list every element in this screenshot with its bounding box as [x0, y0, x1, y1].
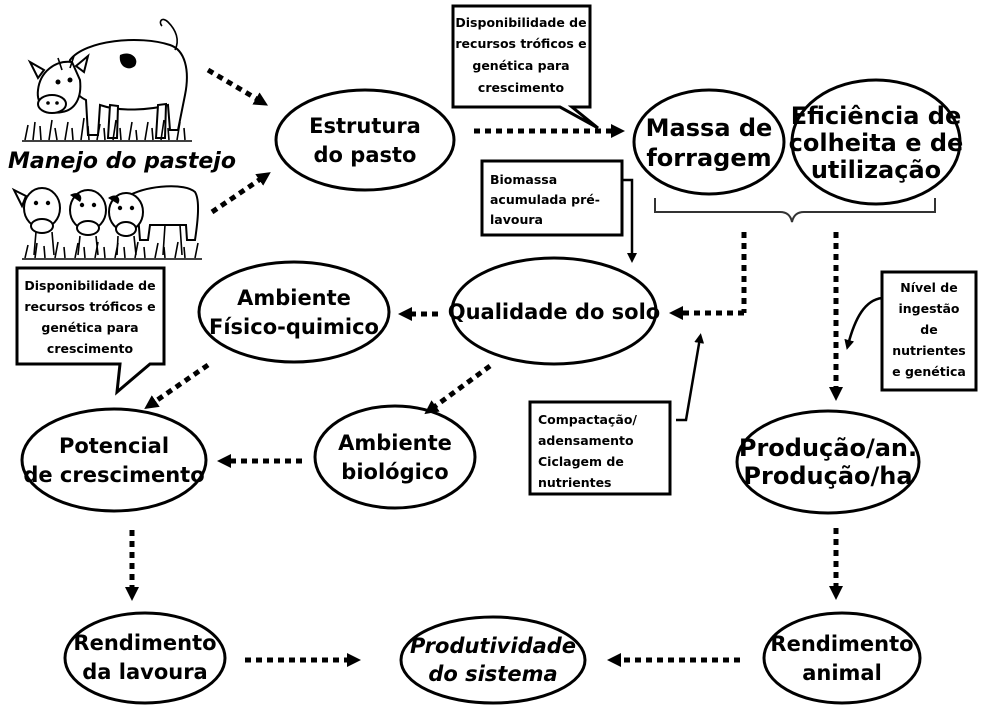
svg-text:Ambiente: Ambiente	[338, 431, 452, 455]
node-producao: Produção/an. Produção/ha	[735, 409, 921, 515]
node-eficiencia: Eficiência de colheita e de utilização	[789, 78, 964, 206]
note-nivel-ingestao: Nível de ingestão de nutrientes e genéti…	[880, 270, 978, 392]
svg-text:de: de	[920, 322, 937, 337]
grouping-brace	[654, 198, 936, 223]
svg-text:Disponibilidade de: Disponibilidade de	[24, 278, 155, 293]
svg-text:Produtividade: Produtividade	[410, 634, 576, 658]
svg-text:e genética: e genética	[892, 364, 966, 379]
svg-text:do pasto: do pasto	[314, 143, 417, 167]
node-potencial-crescimento: Potencial de crescimento	[20, 407, 208, 513]
svg-text:animal: animal	[802, 661, 882, 685]
svg-text:Biomassa: Biomassa	[490, 172, 557, 187]
node-estrutura-pasto: Estrutura do pasto	[274, 88, 456, 192]
svg-text:ingestão: ingestão	[898, 301, 959, 316]
callout-disponibilidade-top: Disponibilidade de recursos tróficos e g…	[451, 4, 599, 130]
svg-text:Produção/ha: Produção/ha	[743, 462, 912, 490]
arrow-herd-to-estrutura	[210, 172, 271, 215]
callout-disponibilidade-left: Disponibilidade de recursos tróficos e g…	[15, 266, 166, 396]
svg-text:recursos tróficos e: recursos tróficos e	[24, 299, 155, 314]
node-rendimento-animal: Rendimento animal	[762, 611, 922, 705]
svg-text:crescimento: crescimento	[478, 80, 565, 95]
svg-text:Potencial: Potencial	[59, 434, 169, 458]
svg-text:de crescimento: de crescimento	[23, 463, 204, 487]
svg-text:nutrientes: nutrientes	[538, 475, 612, 490]
svg-text:acumulada pré-: acumulada pré-	[490, 192, 600, 207]
arrow-cow-to-estrutura	[206, 67, 269, 106]
cow-grazing-icon	[22, 18, 192, 142]
svg-text:adensamento: adensamento	[538, 433, 634, 448]
arrow-fisico-to-potencial	[144, 362, 210, 409]
svg-text:Qualidade do solo: Qualidade do solo	[448, 300, 660, 324]
svg-text:Nível de: Nível de	[900, 280, 957, 295]
svg-text:Eficiência de: Eficiência de	[791, 102, 961, 130]
svg-text:lavoura: lavoura	[490, 212, 543, 227]
svg-text:Disponibilidade de: Disponibilidade de	[455, 15, 586, 30]
svg-text:genética para: genética para	[472, 58, 569, 73]
svg-text:da lavoura: da lavoura	[82, 660, 207, 684]
svg-text:Massa de: Massa de	[646, 114, 773, 142]
svg-text:colheita e de: colheita e de	[789, 129, 964, 157]
svg-text:Rendimento: Rendimento	[73, 631, 216, 655]
svg-text:genética para: genética para	[41, 320, 138, 335]
arrow-biomassa-to-qualidade	[622, 178, 637, 263]
svg-text:utilização: utilização	[811, 156, 941, 184]
node-qualidade-solo: Qualidade do solo	[448, 256, 660, 366]
node-rendimento-lavoura: Rendimento da lavoura	[63, 611, 227, 705]
node-ambiente-biologico: Ambiente biológico	[313, 404, 477, 510]
svg-text:Ciclagem de: Ciclagem de	[538, 454, 624, 469]
node-massa-forragem: Massa de forragem	[632, 88, 786, 196]
svg-text:forragem: forragem	[646, 144, 771, 172]
svg-text:Produção/an.: Produção/an.	[739, 434, 917, 462]
svg-text:Estrutura: Estrutura	[309, 114, 421, 138]
arrow-nivel-to-producao	[844, 296, 883, 350]
svg-text:recursos tróficos e: recursos tróficos e	[455, 36, 586, 51]
arrow-qualidade-to-biologico	[424, 363, 492, 415]
svg-text:crescimento: crescimento	[47, 341, 134, 356]
svg-text:Físico-quimico: Físico-quimico	[209, 315, 379, 339]
note-biomassa: Biomassa acumulada pré- lavoura	[480, 159, 624, 237]
svg-text:Rendimento: Rendimento	[770, 632, 913, 656]
svg-text:biológico: biológico	[341, 460, 448, 484]
node-produtividade-sistema: Produtividade do sistema	[399, 615, 587, 705]
svg-text:do sistema: do sistema	[428, 662, 557, 686]
cow-herd-icon	[11, 185, 202, 260]
node-ambiente-fisico: Ambiente Físico-quimico	[197, 260, 391, 364]
svg-text:Ambiente: Ambiente	[237, 286, 351, 310]
arrow-compactacao-to-qualidade	[676, 333, 705, 422]
note-compactacao: Compactação/ adensamento Ciclagem de nut…	[528, 400, 672, 496]
svg-text:Compactação/: Compactação/	[538, 412, 637, 427]
svg-text:nutrientes: nutrientes	[892, 343, 966, 358]
manejo-pastejo-label: Manejo do pastejo	[8, 149, 236, 174]
